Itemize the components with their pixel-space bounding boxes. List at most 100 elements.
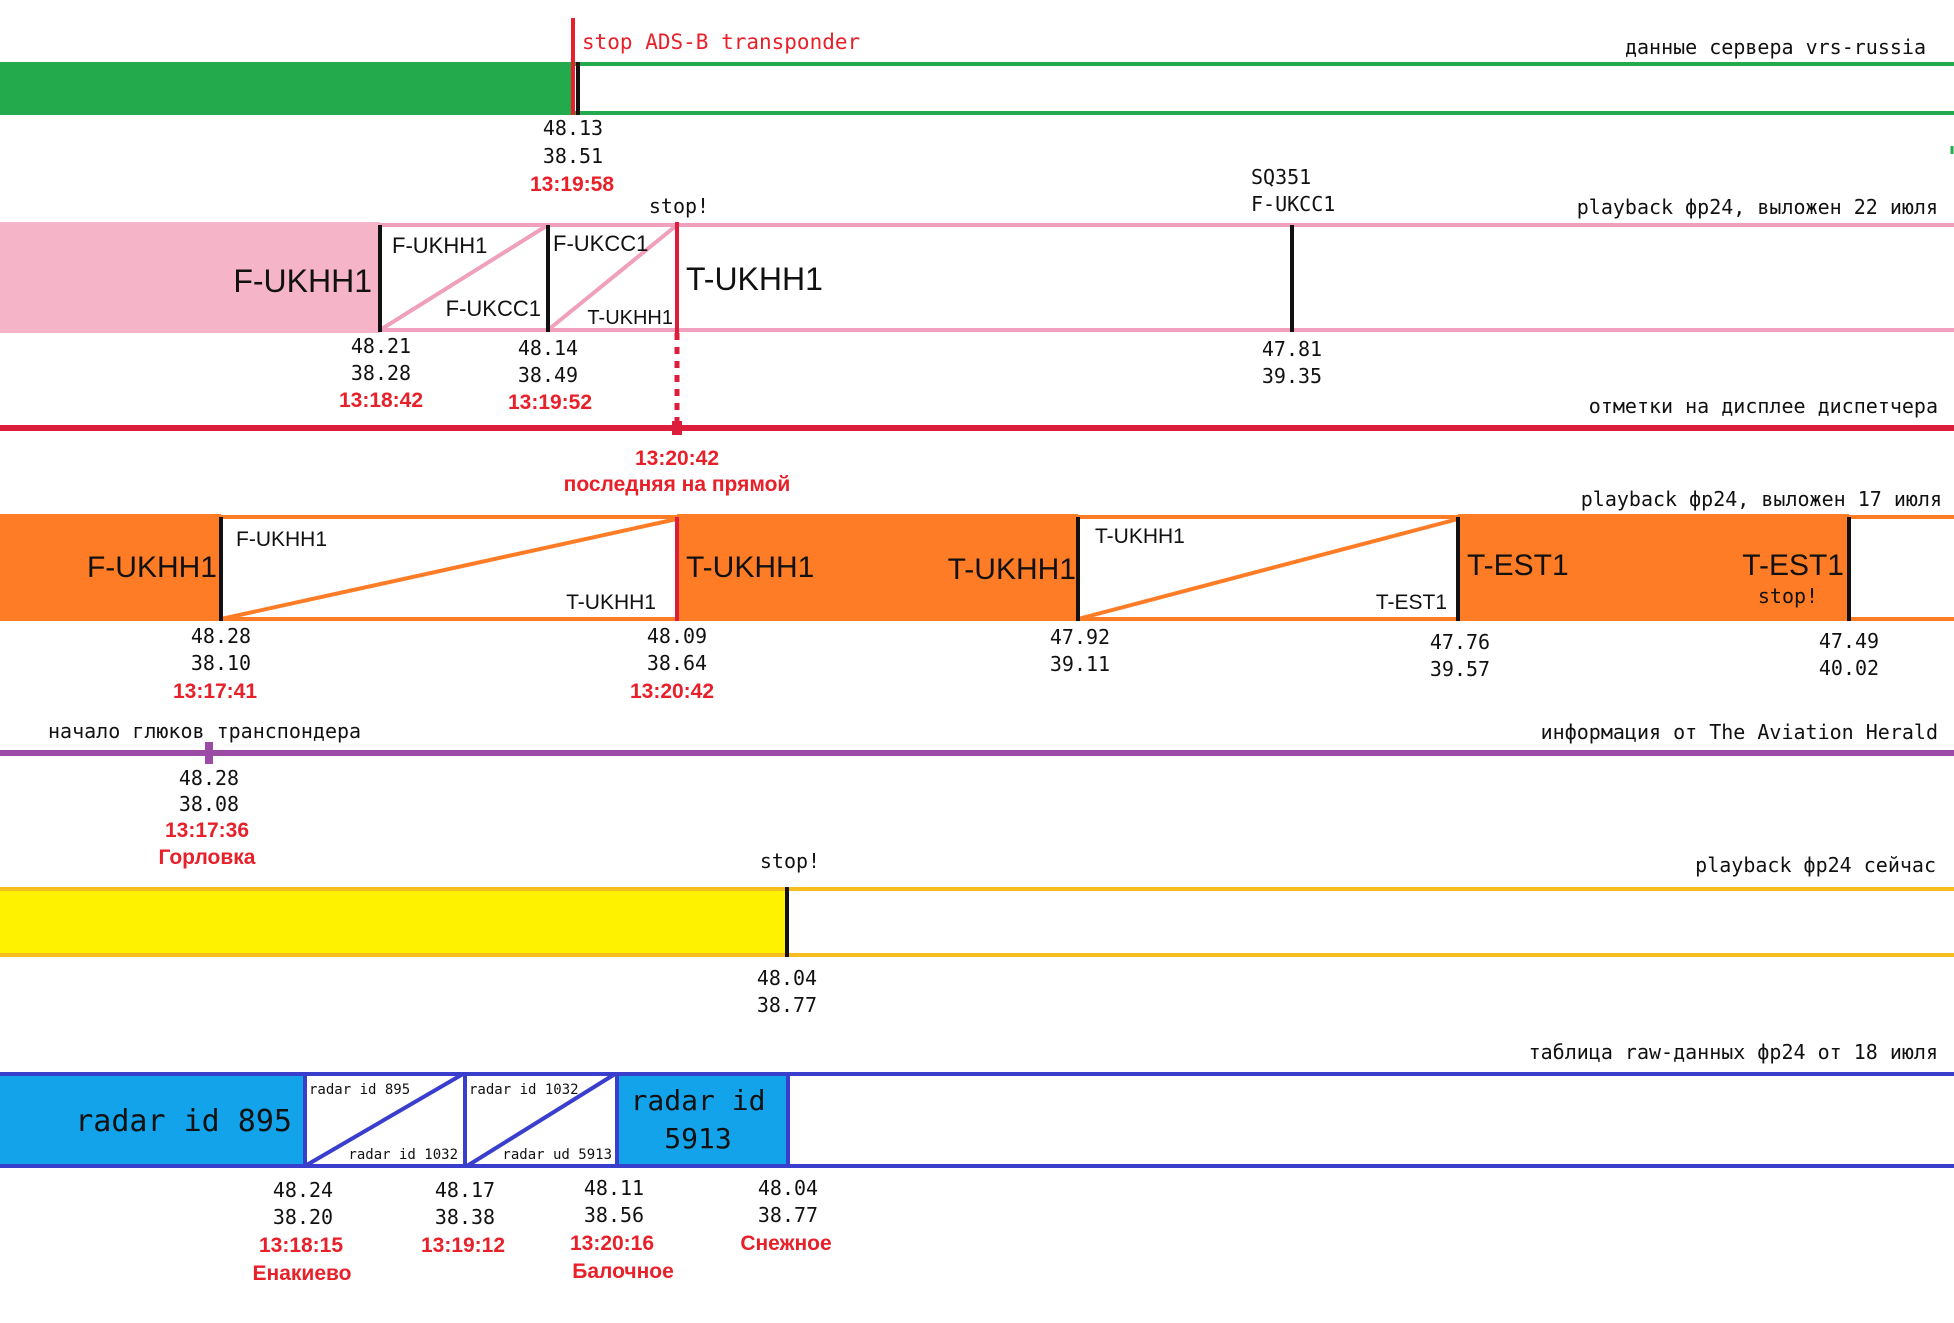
track7-d1-bottom: radar id 1032: [348, 1147, 458, 1163]
track4-label4: T-EST1: [1467, 549, 1569, 582]
track3-m1-time: 13:20:42: [635, 447, 719, 470]
track5-m1-lat: 48.28: [179, 766, 239, 790]
track2-d2-bottom: T-UKHH1: [587, 307, 673, 329]
track7-d2-top: radar id 1032: [469, 1082, 579, 1098]
track7-diag2: [465, 1072, 617, 1168]
track7-m4-lon: 38.77: [758, 1203, 818, 1227]
track7-m4-place: Снежное: [740, 1232, 831, 1255]
track4-m1-lat: 48.28: [191, 624, 251, 648]
track2-m1-time: 13:18:42: [339, 389, 423, 412]
track6-m1-lat: 48.04: [757, 966, 817, 990]
track4-m1-lon: 38.10: [191, 651, 251, 675]
track7-m3-place: Балочное: [572, 1260, 674, 1283]
track4-d1-bottom: T-UKHH1: [566, 591, 656, 614]
track4-m4-lon: 39.57: [1430, 657, 1490, 681]
track4-m1-time: 13:17:41: [173, 680, 257, 703]
track2-m1-lat: 48.21: [351, 334, 411, 358]
track7-m2-lon: 38.38: [435, 1205, 495, 1229]
track4-m3-lon: 39.11: [1050, 652, 1110, 676]
track5-event-label: начало глюков транспондера: [48, 719, 361, 743]
track7-m1-place: Енакиево: [253, 1262, 352, 1285]
track4-label2: T-UKHH1: [686, 551, 814, 584]
track7-m2-lat: 48.17: [435, 1178, 495, 1202]
track2-m2-lon: 38.49: [518, 363, 578, 387]
track4-m3-lat: 47.92: [1050, 625, 1110, 649]
track2-d1-bottom: F-UKCC1: [446, 296, 541, 321]
track-aviation-herald: начало глюков транспондера информация от…: [0, 719, 1954, 869]
track1-event-label: stop ADS-B transponder: [582, 30, 860, 54]
track2-label-main: F-UKHH1: [233, 263, 372, 299]
track7-m1-lon: 38.20: [273, 1205, 333, 1229]
track2-diag2: [546, 223, 679, 332]
track6-m1-lon: 38.77: [757, 993, 817, 1017]
track7-m1-lat: 48.24: [273, 1178, 333, 1202]
track2-sq-label2: F-UKCC1: [1251, 192, 1335, 216]
track7-diag1: [303, 1072, 465, 1168]
track1-m1-lat: 48.13: [543, 116, 603, 140]
track7-label2-line1: radar id: [631, 1084, 766, 1117]
track2-m3-lon: 39.35: [1262, 364, 1322, 388]
track4-d2-top: T-UKHH1: [1095, 525, 1185, 548]
track4-label3: T-UKHH1: [948, 553, 1076, 586]
track5-m1-place: Горловка: [159, 846, 256, 869]
track7-title: таблица raw-данных фр24 от 18 июля: [1529, 1040, 1938, 1064]
track5-title: информация от The Aviation Herald: [1541, 720, 1938, 744]
track2-m2-lat: 48.14: [518, 336, 578, 360]
track3-m1-note: последняя на прямой: [564, 473, 791, 496]
track2-d2-top: F-UKCC1: [553, 231, 648, 256]
track5-marker: [205, 742, 213, 764]
track7-m1-time: 13:18:15: [259, 1234, 343, 1257]
track1-filled-bar: [0, 62, 572, 115]
track4-label5: T-EST1: [1742, 549, 1844, 582]
track2-label-after: T-UKHH1: [686, 261, 823, 297]
track4-m2-lat: 48.09: [647, 624, 707, 648]
track5-m1-lon: 38.08: [179, 792, 239, 816]
track4-d1-top: F-UKHH1: [236, 528, 327, 551]
track1-title: данные сервера vrs-russia: [1625, 35, 1926, 59]
track7-fill2: [618, 1072, 788, 1168]
track-playback-now: stop! playback фр24 сейчас 48.04 38.77: [0, 849, 1954, 1017]
track4-fill1: [0, 514, 221, 621]
track4-label1: F-UKHH1: [87, 551, 217, 584]
track7-d2-bottom: radar ud 5913: [502, 1147, 612, 1163]
track6-filled-bar: [0, 887, 787, 957]
track2-sq-label1: SQ351: [1251, 165, 1311, 189]
track7-m3-time: 13:20:16: [570, 1232, 654, 1255]
track-controller-display: отметки на дисплее диспетчера 13:20:42 п…: [0, 394, 1954, 496]
track4-stop-label: stop!: [1758, 584, 1818, 608]
track4-m2-time: 13:20:42: [630, 680, 714, 703]
track4-fill3: [1458, 514, 1849, 621]
track-playback-22-july: F-UKHH1 F-UKHH1 F-UKCC1 F-UKCC1 T-UKHH1 …: [0, 165, 1954, 430]
track7-m4-lat: 48.04: [758, 1176, 818, 1200]
track1-m1-lon: 38.51: [543, 144, 603, 168]
track7-fill1: [0, 1072, 303, 1168]
track6-stop-label: stop!: [760, 849, 820, 873]
track-playback-17-july: F-UKHH1 F-UKHH1 T-UKHH1 T-UKHH1 T-UKHH1 …: [0, 487, 1954, 703]
track4-fill2: [677, 514, 1078, 621]
track4-title: playback фр24, выложен 17 июля: [1581, 487, 1942, 511]
track3-title: отметки на дисплее диспетчера: [1589, 394, 1938, 418]
track3-marker: [672, 421, 682, 435]
track2-m1-lon: 38.28: [351, 361, 411, 385]
track7-m3-lat: 48.11: [584, 1176, 644, 1200]
track2-title: playback фр24, выложен 22 июля: [1577, 195, 1938, 219]
track7-label1: radar id 895: [75, 1104, 292, 1139]
track2-m3-lat: 47.81: [1262, 337, 1322, 361]
track2-d1-top: F-UKHH1: [392, 233, 487, 258]
track4-diag1: [220, 517, 678, 621]
track2-stop-label: stop!: [649, 194, 709, 218]
track2-m2-time: 13:19:52: [508, 391, 592, 414]
track4-m5-lat: 47.49: [1819, 629, 1879, 653]
track2-filled-bar: [0, 222, 380, 333]
track7-d1-top: radar id 895: [309, 1082, 410, 1098]
track5-m1-time: 13:17:36: [165, 819, 249, 842]
track-raw-data: radar id 895 radar id 895 radar id 1032 …: [0, 1040, 1954, 1285]
track7-label2-line2: 5913: [664, 1122, 731, 1155]
track6-title: playback фр24 сейчас: [1695, 853, 1936, 877]
track4-m5-lon: 40.02: [1819, 656, 1879, 680]
track4-m2-lon: 38.64: [647, 651, 707, 675]
track7-m3-lon: 38.56: [584, 1203, 644, 1227]
track4-diag2: [1077, 517, 1459, 621]
